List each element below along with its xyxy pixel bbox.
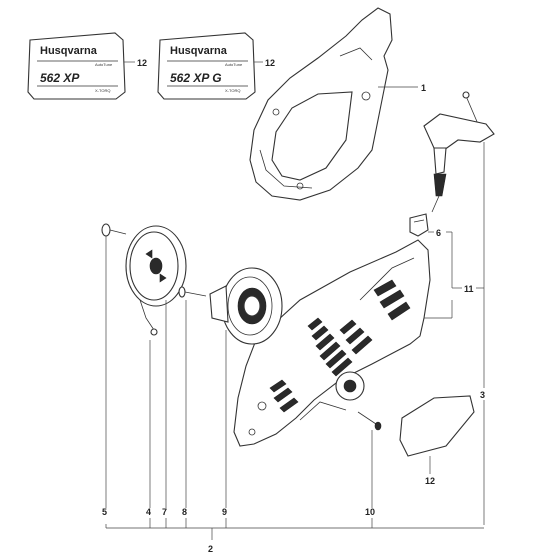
fan-cover (249, 7, 393, 201)
decal-xtorq-text: X-TORQ (95, 88, 110, 93)
decal-562xp: Husqvarna AutoTune 562 XP X-TORQ (27, 32, 126, 100)
callout-8: 8 (182, 507, 187, 517)
callout-4: 4 (146, 507, 151, 517)
screw-10 (357, 411, 382, 431)
callout-1: 1 (421, 83, 426, 93)
callout-2: 2 (208, 544, 213, 554)
side-decal (399, 395, 475, 457)
callout-10: 10 (365, 507, 375, 517)
starter-pawl-assembly (125, 225, 187, 336)
decal-brand-text: Husqvarna (40, 45, 98, 57)
decal-562xpg: Husqvarna AutoTune 562 XP G X-TORQ (157, 32, 256, 100)
decal-brand-text: Husqvarna (170, 45, 228, 57)
callout-6: 6 (436, 228, 441, 238)
screw-5 (101, 223, 127, 237)
callout-5: 5 (102, 507, 107, 517)
decal-xtorq-text: X-TORQ (225, 88, 240, 93)
callout-12-decal-2: 12 (265, 58, 275, 68)
callout-11: 11 (464, 284, 474, 294)
callout-3: 3 (480, 390, 485, 400)
callout-7: 7 (162, 507, 167, 517)
housing-vents (269, 279, 411, 413)
rope-bushing (409, 213, 429, 237)
decal-model-text: 562 XP (40, 71, 80, 85)
starter-pulley (209, 267, 283, 345)
callout-12-side-decal: 12 (425, 476, 435, 486)
decal-autotune-text: AutoTune (225, 62, 243, 67)
starter-handle (423, 91, 495, 213)
screw-8 (178, 286, 207, 298)
starter-housing (233, 239, 431, 447)
decal-model-text: 562 XP G (170, 71, 222, 85)
callout-9: 9 (222, 507, 227, 517)
decal-autotune-text: AutoTune (95, 62, 113, 67)
callout-12-decal-1: 12 (137, 58, 147, 68)
